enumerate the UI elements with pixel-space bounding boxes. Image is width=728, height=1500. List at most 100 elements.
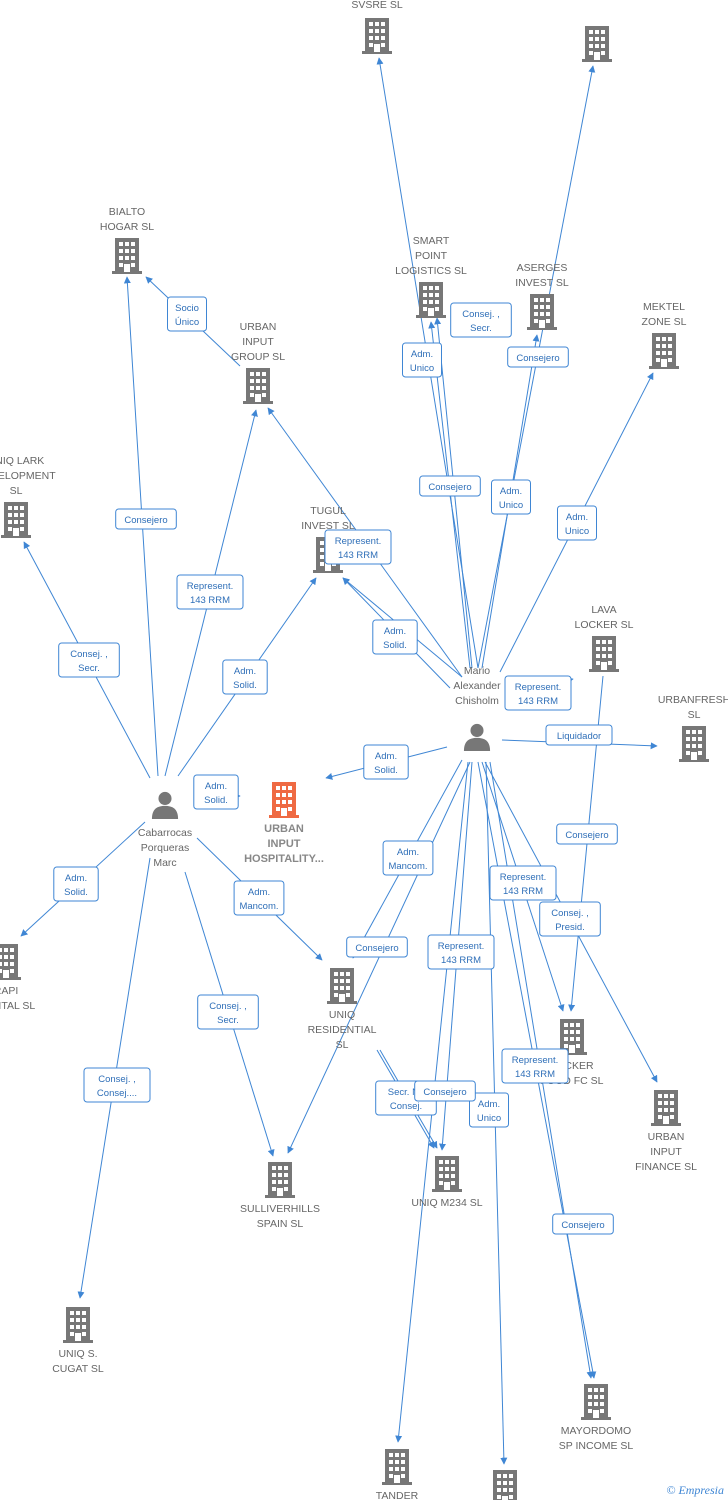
edge-label-mario-tugul[interactable]: Represent. 143 RRM: [324, 529, 392, 565]
edge-label-mario-aserges[interactable]: Adm.Unico: [491, 479, 531, 515]
edge-label-box: [402, 342, 442, 378]
node-label: LOCKER SL: [575, 619, 634, 631]
edge-label-box: [450, 302, 512, 338]
edge-label-mario-finance[interactable]: Consej. ,Presid.: [539, 901, 601, 937]
node-cugat[interactable]: UNIQ S.CUGAT SL: [52, 1307, 104, 1375]
edge-label-text: Consejero: [428, 482, 471, 493]
edge-label-text: Consejero: [565, 830, 608, 841]
edge-label-text: Consejero: [561, 1220, 604, 1231]
node-offices[interactable]: INPUTOFFICES SL: [566, 0, 627, 62]
edge-label-box: [504, 675, 572, 711]
edge-label-box: [176, 574, 244, 610]
edge-label-text: Consejero: [516, 353, 559, 364]
edge-label-text: Consejero: [124, 515, 167, 526]
node-label: RESIDENTIAL: [308, 1024, 377, 1036]
edge-label-cabarrocas-cugat[interactable]: Consej. ,Consej....: [83, 1067, 151, 1103]
edge-label-text: Consejero: [355, 943, 398, 954]
edge-label-text: Secr. No: [388, 1087, 424, 1098]
edge-label-mario-mektel[interactable]: Adm.Unico: [557, 505, 597, 541]
edge-label-cabarrocas-tugul[interactable]: Adm.Solid.: [222, 659, 268, 695]
edge-label-text: Presid.: [555, 922, 585, 933]
node-label: Chisholm: [455, 695, 499, 707]
edge-label-text: Mancom.: [388, 861, 427, 872]
edge-label-cabarrocas-uniqres[interactable]: Adm.Mancom.: [233, 880, 285, 916]
edge-label-box: [222, 659, 268, 695]
edge-label-box: [491, 479, 531, 515]
edge-label-lava-locker[interactable]: Consejero: [556, 823, 618, 845]
building-icon: [649, 333, 679, 369]
person-icon: [463, 723, 491, 751]
edge-label-box: [419, 475, 481, 497]
edge-label-text: Represent.: [515, 682, 561, 693]
node-hospitality[interactable]: URBANINPUTHOSPITALITY...: [244, 782, 324, 865]
edge-label-text: Secr.: [217, 1015, 239, 1026]
edge-label-box: [58, 642, 120, 678]
edge-label-mario-mayordomo[interactable]: Represent.143 RRM: [501, 1048, 569, 1084]
edge-label-mario-bottom[interactable]: Adm.Unico: [469, 1092, 509, 1128]
node-uniqlark[interactable]: UNIQ LARKDEVELOPMENTSL: [0, 455, 56, 538]
node-label: BIALTO: [109, 206, 145, 218]
edge-label-text: Unico: [565, 526, 589, 537]
node-label: Porqueras: [141, 842, 189, 854]
edge-label-mario-m234[interactable]: Represent.143 RRM: [427, 934, 495, 970]
edge-label-mario-uniqres[interactable]: Adm.Mancom.: [382, 840, 434, 876]
node-bottom[interactable]: [490, 1470, 520, 1500]
node-label: MEKTEL: [643, 301, 685, 313]
edge-label-mario-lava[interactable]: Represent.143 RRM: [504, 675, 572, 711]
edge-label-cabarrocas-sulliver[interactable]: Consej. ,Secr.: [197, 994, 259, 1030]
node-label: Marc: [153, 857, 176, 869]
edge-label-cabarrocas-bialto[interactable]: Consejero: [115, 508, 177, 530]
node-m234[interactable]: UNIQ M234 SL: [411, 1156, 483, 1209]
edge-label-text: 143 RRM: [338, 550, 378, 561]
building-icon: [651, 1090, 681, 1126]
edge-label-mario-urbanfresh[interactable]: Liquidador: [545, 724, 613, 746]
node-label: INPUT: [268, 838, 301, 850]
edge-label-mario-mayordomo2[interactable]: Consejero: [552, 1213, 614, 1235]
edge-label-mario-locker[interactable]: Represent.143 RRM: [489, 865, 557, 901]
edge-label-text: Adm.: [384, 626, 406, 637]
edge-label-box: [197, 994, 259, 1030]
edge-label-mario-smart2[interactable]: Consejero: [419, 475, 481, 497]
node-svsre[interactable]: SVSRE SL: [351, 0, 403, 54]
edge-label-mario-svsre[interactable]: Consej. ,Secr.: [450, 302, 512, 338]
edge-label-box: [427, 934, 495, 970]
edge-label-mario-tugul2[interactable]: Adm.Solid.: [372, 619, 418, 655]
building-icon: [362, 18, 392, 54]
building-icon: [63, 1307, 93, 1343]
node-label: SVSRE SL: [351, 0, 403, 11]
building-icon: [269, 782, 299, 818]
node-tander[interactable]: TANDER: [376, 1449, 419, 1500]
edge-label-text: Consej.: [390, 1101, 422, 1112]
edge-label-cabarrocas-uniqlark[interactable]: Consej. ,Secr.: [58, 642, 120, 678]
edge-label-text: Represent.: [335, 536, 381, 547]
edge-label-cabarrocas-urbangroup[interactable]: Represent.143 RRM: [176, 574, 244, 610]
edge-label-cabarrocas-rapi[interactable]: Adm.Solid.: [53, 866, 99, 902]
edge-label-mario-sulliver[interactable]: Consejero: [346, 936, 408, 958]
edge-label-mario-offices[interactable]: Consejero: [507, 346, 569, 368]
edge-label-mario-hospitality[interactable]: Adm.Solid.: [363, 744, 409, 780]
building-icon: [265, 1162, 295, 1198]
brand-name: Empresia: [678, 1483, 724, 1497]
building-icon: [243, 368, 273, 404]
node-rapi[interactable]: RAPICAPITAL SL: [0, 944, 35, 1012]
node-label: UNIQ S.: [58, 1348, 97, 1360]
edge-label-cabarrocas-hospitality[interactable]: Adm.Solid.: [193, 774, 239, 810]
edge-label-uniqres-m234b[interactable]: Consejero: [414, 1080, 476, 1102]
building-icon: [490, 1470, 520, 1500]
edge-label-mario-smart[interactable]: Adm.Unico: [402, 342, 442, 378]
